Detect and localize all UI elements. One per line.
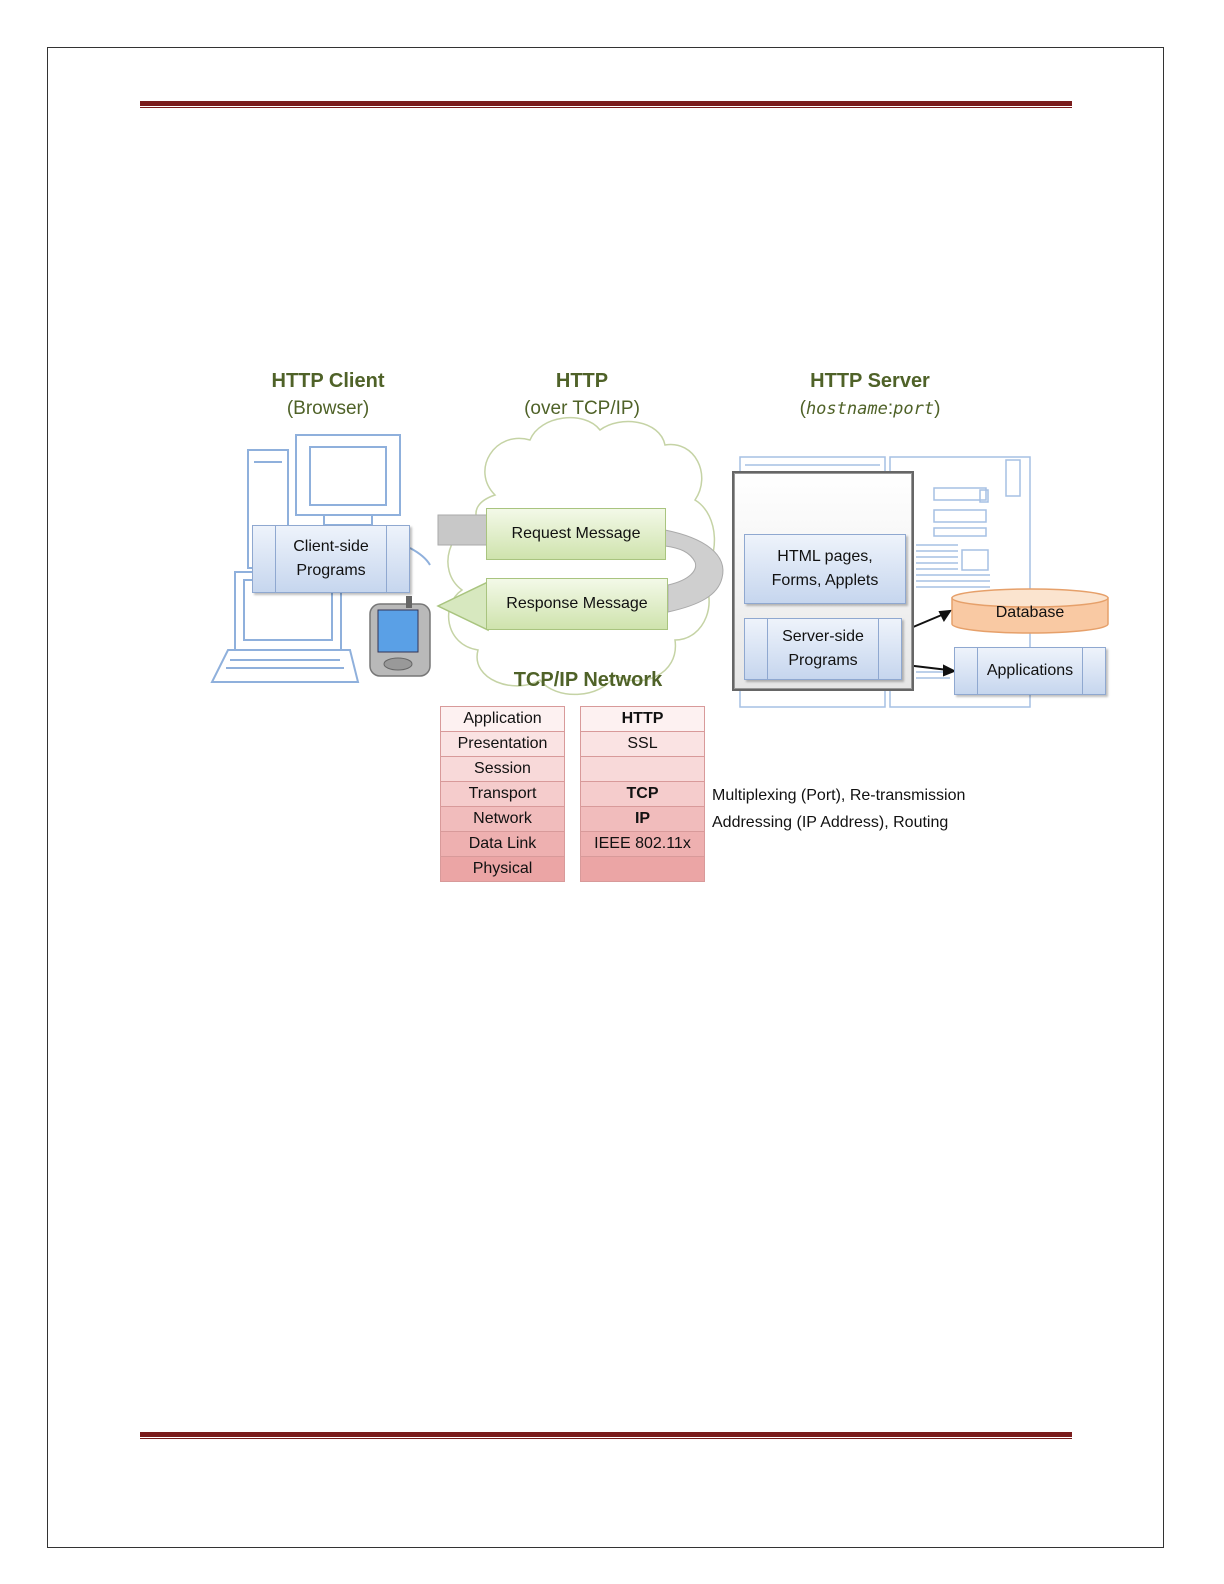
protocol-subtitle: (over TCP/IP) bbox=[524, 398, 640, 419]
protocol-table: HTTP SSL TCP IP IEEE 802.11x bbox=[580, 706, 705, 882]
database-label: Database bbox=[995, 604, 1065, 621]
layer-cell: Data Link bbox=[440, 831, 565, 857]
pda-icon bbox=[369, 596, 431, 677]
protocol-cell: SSL bbox=[580, 731, 705, 757]
server-subtitle: (hostname:port) bbox=[799, 398, 941, 419]
request-message-box: Request Message bbox=[486, 508, 666, 560]
layer-cell: Presentation bbox=[440, 731, 565, 757]
network-title: TCP/IP Network bbox=[513, 669, 663, 691]
header-rule bbox=[140, 101, 1072, 108]
protocol-cell: IEEE 802.11x bbox=[580, 831, 705, 857]
response-arrow bbox=[436, 580, 489, 632]
response-message-box: Response Message bbox=[486, 578, 668, 630]
server-side-programs-box: Server-side Programs bbox=[744, 618, 902, 680]
cloud-icon bbox=[447, 416, 716, 696]
html-pages-line1: HTML pages, bbox=[777, 548, 873, 565]
client-side-programs-box: Client-side Programs bbox=[252, 525, 410, 593]
protocol-cell bbox=[580, 756, 705, 782]
layer-cell: Network bbox=[440, 806, 565, 832]
protocol-cell: HTTP bbox=[580, 706, 705, 732]
layer-cell: Application bbox=[440, 706, 565, 732]
layer-cell: Transport bbox=[440, 781, 565, 807]
client-subtitle: (Browser) bbox=[286, 398, 370, 419]
protocol-cell bbox=[580, 856, 705, 882]
laptop-icon bbox=[210, 571, 360, 683]
applications-box: Applications bbox=[954, 647, 1106, 695]
protocol-cell: TCP bbox=[580, 781, 705, 807]
footer-rule bbox=[140, 1432, 1072, 1439]
database-label-box: Database bbox=[952, 598, 1108, 628]
client-programs-line2: Programs bbox=[296, 562, 366, 579]
server-programs-line2: Programs bbox=[788, 652, 858, 669]
client-title: HTTP Client (Browser) bbox=[248, 367, 408, 423]
applications-label: Applications bbox=[986, 662, 1074, 679]
html-pages-box: HTML pages, Forms, Applets bbox=[744, 534, 906, 604]
transport-note: Multiplexing (Port), Re-transmission bbox=[712, 787, 966, 804]
html-pages-line2: Forms, Applets bbox=[771, 572, 879, 589]
server-programs-line1: Server-side bbox=[782, 628, 864, 645]
network-note: Addressing (IP Address), Routing bbox=[712, 814, 949, 831]
layer-cell: Session bbox=[440, 756, 565, 782]
layer-cell: Physical bbox=[440, 856, 565, 882]
request-message-label: Request Message bbox=[511, 525, 641, 542]
osi-layer-table: Application Presentation Session Transpo… bbox=[440, 706, 565, 882]
protocol-title: HTTP (over TCP/IP) bbox=[502, 367, 662, 423]
response-message-label: Response Message bbox=[506, 595, 648, 612]
database-icon bbox=[951, 588, 1109, 634]
page-frame bbox=[47, 47, 1164, 1548]
protocol-cell: IP bbox=[580, 806, 705, 832]
server-title: HTTP Server (hostname:port) bbox=[770, 367, 970, 423]
request-arrow bbox=[437, 514, 491, 546]
client-programs-line1: Client-side bbox=[293, 538, 369, 555]
